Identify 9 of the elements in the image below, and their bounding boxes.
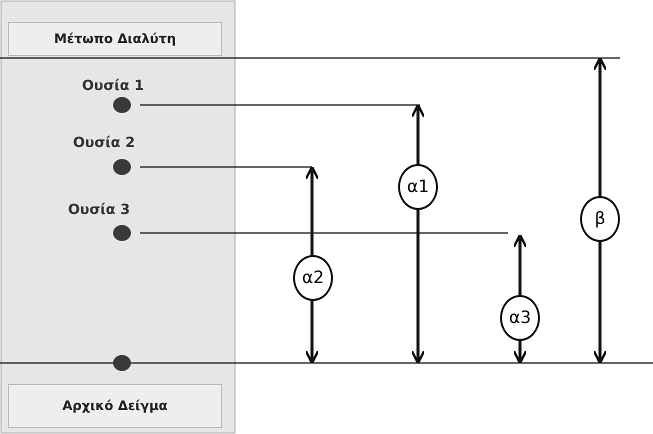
distance-label-circle: β	[580, 196, 620, 242]
substance-label: Ουσία 1	[82, 78, 144, 94]
distance-label-circle: α2	[293, 255, 333, 301]
substance-label: Ουσία 2	[73, 135, 135, 151]
substance-label: Ουσία 3	[68, 202, 130, 218]
distance-label-circle: α3	[500, 295, 540, 341]
plate-band: Αρχικό Δείγμα	[8, 384, 222, 428]
distance-label-circle: α1	[398, 164, 438, 210]
plate-band: Μέτωπο Διαλύτη	[8, 22, 222, 56]
